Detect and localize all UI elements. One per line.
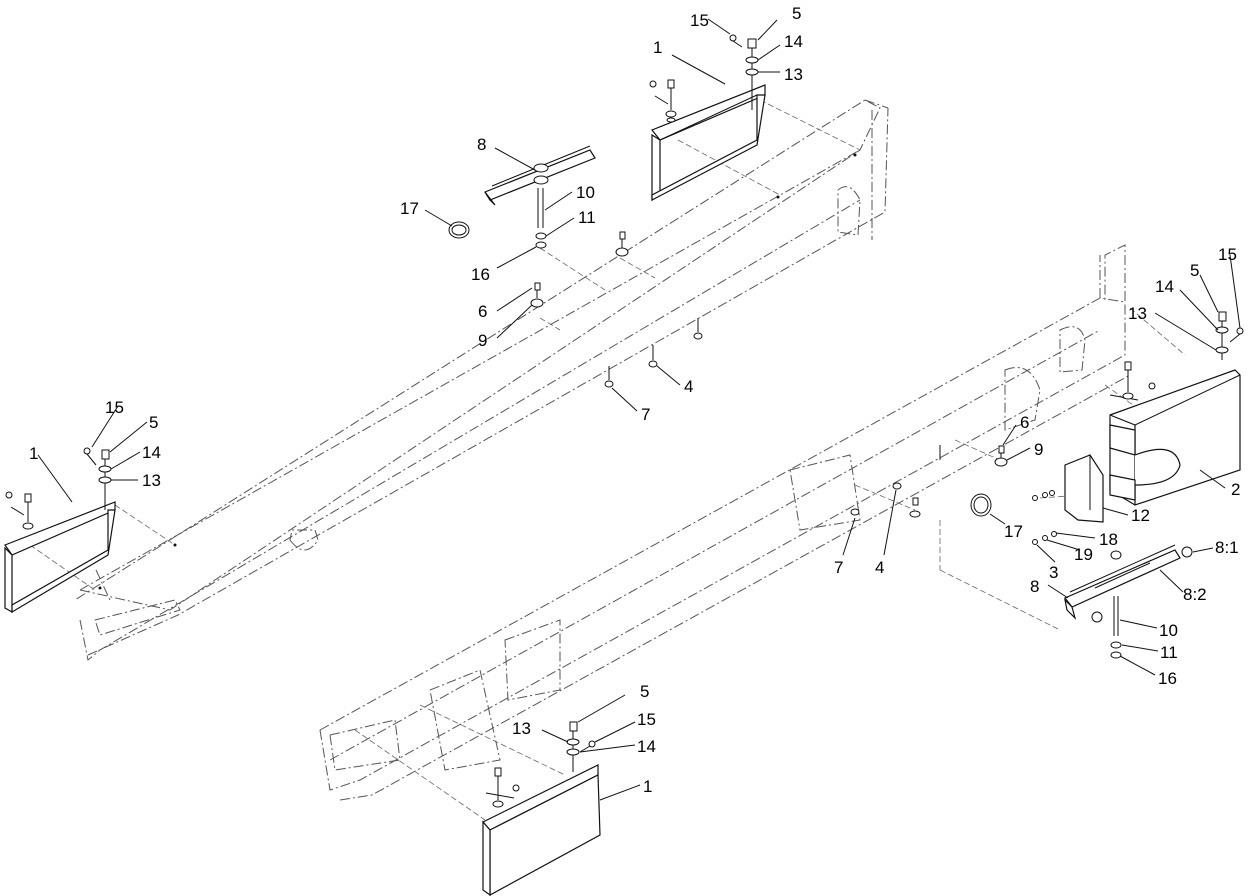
- right-spacer-9: [994, 457, 1008, 467]
- callout-8-1: 8:1: [1215, 538, 1239, 557]
- callout-10: 10: [576, 183, 595, 202]
- top-clamp-bolt-6: [534, 282, 541, 298]
- callout-15: 15: [105, 398, 124, 417]
- callout-14: 14: [1155, 277, 1174, 296]
- callout-13: 13: [1128, 304, 1147, 323]
- callout-18: 18: [1099, 530, 1118, 549]
- front-frame-rail: [319, 244, 1131, 801]
- callout-1: 1: [643, 777, 652, 796]
- top-bracket-assembly: [649, 34, 857, 202]
- callout-15: 15: [690, 11, 709, 30]
- top-clamp-stud-10: [537, 188, 544, 228]
- top-clamp-assembly: [448, 145, 703, 388]
- right-bolt-6: [998, 445, 1005, 458]
- leader-lines: [37, 18, 1241, 801]
- bottom-bracket-small-hardware: [485, 767, 520, 808]
- top-clamp-ring-17: [448, 221, 470, 239]
- callout-5: 5: [1190, 261, 1199, 280]
- left-bracket-plate: [4, 501, 116, 556]
- rear-frame-rail: [74, 99, 889, 661]
- right-bracket-clip-15: [1229, 327, 1244, 343]
- callout-5: 5: [149, 413, 158, 432]
- callout-3: 3: [1049, 563, 1058, 582]
- top-bracket-clip-15: [729, 34, 743, 48]
- callout-9: 9: [478, 331, 487, 350]
- top-clamp-bolt-upper: [615, 231, 629, 257]
- right-clamp-nut-16: [1110, 651, 1122, 659]
- callout-2: 2: [1231, 480, 1240, 499]
- callout-14: 14: [637, 737, 656, 756]
- top-bracket-small-hardware: [649, 79, 677, 123]
- callout-13: 13: [142, 471, 161, 490]
- top-clamp-washer-11: [535, 232, 547, 240]
- callout-8: 8: [1030, 577, 1039, 596]
- callout-11: 11: [1160, 643, 1178, 662]
- top-clamp-nut-extra: [693, 318, 703, 340]
- left-bracket-small-hardware: [5, 491, 34, 530]
- callout-1: 1: [29, 444, 38, 463]
- right-nut-7: [850, 508, 860, 516]
- callout-7: 7: [641, 405, 650, 424]
- callout-17: 17: [1004, 522, 1023, 541]
- callout-8-2: 8:2: [1183, 585, 1207, 604]
- right-bracket-lockwasher-14: [1215, 326, 1229, 334]
- top-clamp-nut-7: [604, 366, 614, 388]
- bottom-bracket-assembly: [482, 721, 601, 896]
- callout-16: 16: [471, 265, 490, 284]
- callout-13: 13: [512, 719, 531, 738]
- callout-6: 6: [1020, 413, 1029, 432]
- callout-9: 9: [1034, 440, 1043, 459]
- right-assembly: [850, 311, 1244, 659]
- callout-4: 4: [684, 377, 693, 396]
- top-clamp-spacer-9: [530, 298, 544, 308]
- top-bracket-bolt-5: [747, 38, 757, 70]
- right-bracket-washer-13: [1215, 346, 1229, 354]
- callout-4: 4: [875, 558, 884, 577]
- right-bracket-small-hardware: [1109, 361, 1156, 401]
- left-bracket-bolt-5: [101, 449, 110, 478]
- right-washer-19: [1042, 535, 1048, 541]
- right-ring-17: [970, 493, 992, 517]
- callout-labels: 15 5 14 1 13 8 17 10 11 16 6 9 4 7 15 5 …: [29, 4, 1240, 796]
- assembly-centerlines: [29, 99, 1186, 821]
- bottom-bracket-lockwasher-14: [566, 748, 580, 756]
- right-hardware-stack: [1032, 490, 1057, 545]
- callout-1: 1: [653, 38, 662, 57]
- callout-15: 15: [637, 710, 656, 729]
- callout-8: 8: [477, 135, 486, 154]
- bottom-bracket-washer-13: [566, 738, 580, 746]
- top-clamp-nut-16: [535, 241, 547, 249]
- right-clamp-end-8-1: [1181, 546, 1193, 558]
- callout-19: 19: [1074, 545, 1093, 564]
- callout-5: 5: [792, 4, 801, 23]
- right-clamp-stud-10: [1113, 596, 1119, 636]
- right-nut-18: [1051, 531, 1057, 537]
- callout-5: 5: [640, 682, 649, 701]
- left-bracket-assembly: [4, 447, 177, 614]
- right-pin-3: [1032, 539, 1038, 545]
- callout-12: 12: [1131, 506, 1150, 525]
- callout-14: 14: [784, 32, 803, 51]
- top-clamp-nut-4: [648, 345, 658, 368]
- callout-16: 16: [1158, 669, 1177, 688]
- right-nut-4: [892, 482, 902, 490]
- right-small-bolt: [909, 497, 921, 518]
- left-bracket-lockwasher-14: [98, 465, 112, 473]
- right-plate-12: [1064, 454, 1104, 523]
- top-bracket-washer-13: [745, 68, 759, 76]
- bottom-bracket-clip-15: [579, 740, 596, 753]
- callout-6: 6: [478, 302, 487, 321]
- callout-10: 10: [1159, 621, 1178, 640]
- left-bracket-clip-15: [83, 447, 97, 466]
- callout-11: 11: [578, 208, 596, 227]
- callout-7: 7: [834, 558, 843, 577]
- callout-17: 17: [400, 199, 419, 218]
- callout-14: 14: [142, 443, 161, 462]
- right-clamp-washer-11: [1110, 641, 1122, 649]
- callout-13: 13: [784, 65, 803, 84]
- callout-15: 15: [1218, 245, 1237, 264]
- left-bracket-washer-13: [98, 476, 112, 484]
- top-bracket-lockwasher-14: [745, 56, 759, 64]
